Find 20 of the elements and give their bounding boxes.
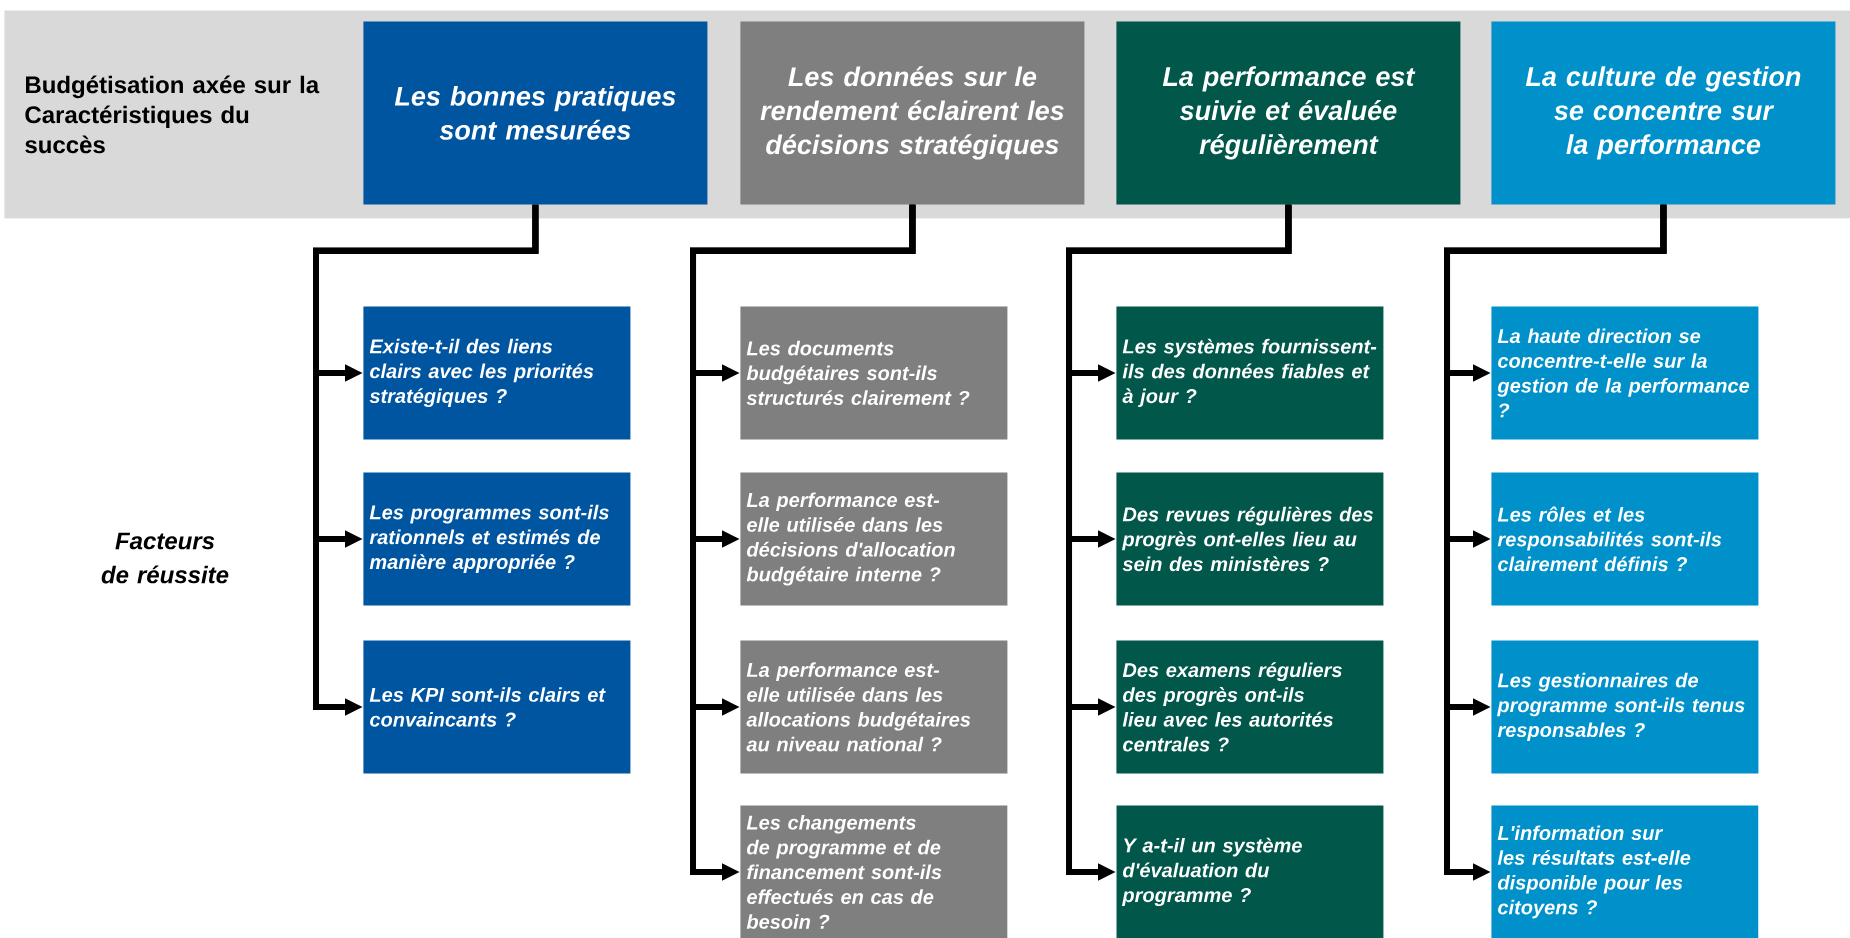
question-box: Existe-t-il des liens clairs avec les priorités stratégiques ?: [363, 306, 631, 440]
question-box: La performance est-elle utilisée dans les allocations budgétaires au niveau national ?: [740, 640, 1008, 774]
question-box: Les gestionnaires de programme sont-ils tenus responsables ?: [1491, 640, 1759, 774]
question-box: L'information sur les résultats est-elle disponible pour les citoyens ?: [1491, 805, 1759, 938]
question-box: Les rôles et les responsabilités sont-ils clairement définis ?: [1491, 472, 1759, 606]
pillar-box: La performance est suivie et évaluée régulièrement: [1116, 21, 1461, 205]
question-box: La performance est-elle utilisée dans les décisions d'allocation budgétaire interne ?: [740, 472, 1008, 606]
question-box: Les programmes sont-ils rationnels et estimés de manière appropriée ?: [363, 472, 631, 606]
question-box: La haute direction se concentre-t-elle sur la gestion de la performance ?: [1491, 306, 1759, 440]
pillar-box: Les bonnes pratiques sont mesurées: [363, 21, 708, 205]
question-box: Des revues régulières des progrès ont-elles lieu au sein des ministères ?: [1116, 472, 1384, 606]
pillar-box: Les données sur le rendement éclairent les décisions stratégiques: [740, 21, 1085, 205]
question-box: Y a-t-il un système d'évaluation du programme ?: [1116, 805, 1384, 938]
question-box: Les documents budgétaires sont-ils structurés clairement ?: [740, 306, 1008, 440]
question-box: Les KPI sont-ils clairs et convaincants ?: [363, 640, 631, 774]
question-box: Des examens réguliers des progrès ont-ils lieu avec les autorités centrales ?: [1116, 640, 1384, 774]
question-box: Les systèmes fournissent-ils des données fiables et à jour ?: [1116, 306, 1384, 440]
row-label: Facteurs de réussite: [101, 532, 229, 584]
question-box: Les changements de programme et de financement sont-ils effectués en cas de besoin ?: [740, 805, 1008, 938]
pillar-box: La culture de gestion se concentre sur la performance: [1491, 21, 1836, 205]
